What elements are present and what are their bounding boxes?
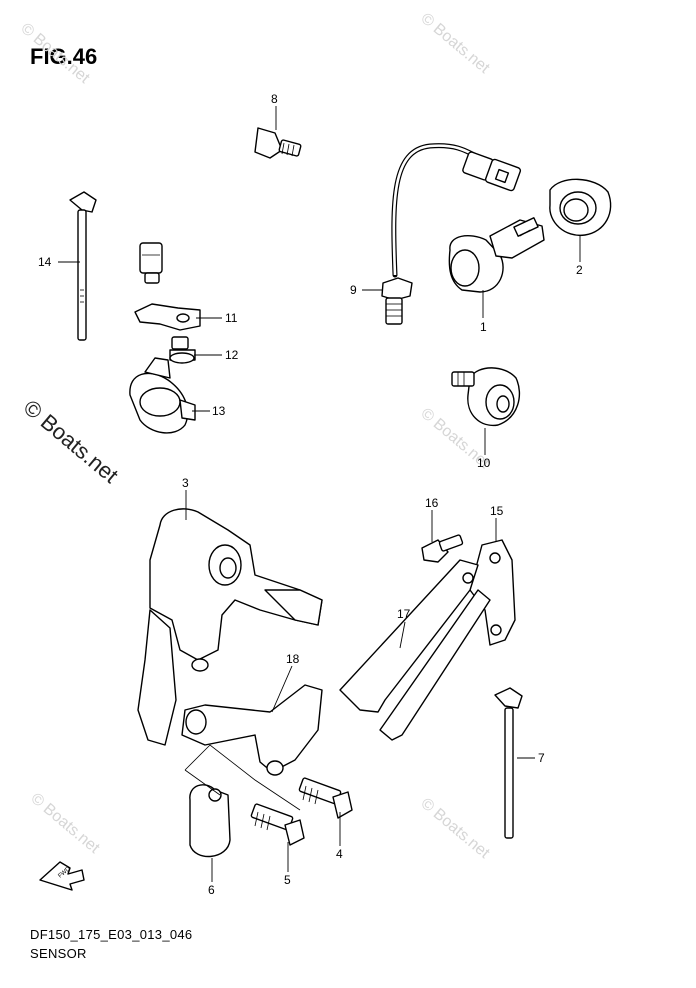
part-3-bracket-assembly[interactable] <box>137 508 323 746</box>
callout-14: 14 <box>38 255 52 269</box>
callout-10: 10 <box>477 456 491 470</box>
part-11-bracket[interactable] <box>134 303 201 331</box>
part-18-bracket[interactable] <box>181 684 323 776</box>
watermark-bottom-right: © Boats.net <box>417 795 493 862</box>
callout-3: 3 <box>182 476 189 490</box>
part-9-sensor-cable[interactable] <box>381 143 522 325</box>
callouts: 8 14 11 12 13 9 1 2 10 3 16 15 17 18 7 4… <box>38 92 583 897</box>
leader-lines <box>58 106 581 882</box>
callout-12: 12 <box>225 348 239 362</box>
part-1-sensor[interactable] <box>448 217 545 293</box>
part-10-knock-sensor[interactable] <box>451 367 521 427</box>
assembly-lines <box>184 744 301 811</box>
part-13-clamp[interactable] <box>129 357 196 434</box>
callout-6: 6 <box>208 883 215 897</box>
fwd-arrow-icon: FWD <box>39 861 85 891</box>
part-5-bolt[interactable] <box>250 803 305 846</box>
callout-9: 9 <box>350 283 357 297</box>
figure-title: FIG.46 <box>30 44 98 69</box>
callout-18: 18 <box>286 652 300 666</box>
callout-2: 2 <box>576 263 583 277</box>
part-8-sensor-cable[interactable] <box>139 106 302 284</box>
callout-5: 5 <box>284 873 291 887</box>
watermark-top-left: © Boats.net <box>17 20 93 87</box>
callout-11: 11 <box>225 311 238 325</box>
watermark-top-right: © Boats.net <box>417 10 493 77</box>
part-17-arm[interactable] <box>339 559 491 741</box>
part-7-cable-tie[interactable] <box>494 687 523 839</box>
part-4-bolt[interactable] <box>298 777 353 819</box>
part-16-bolt[interactable] <box>421 534 464 563</box>
callout-16: 16 <box>425 496 439 510</box>
part-6-clip[interactable] <box>189 784 231 858</box>
part-12-bolt[interactable] <box>169 336 196 364</box>
part-2-grommet[interactable] <box>549 178 612 236</box>
figure-code: DF150_175_E03_013_046 <box>30 927 193 942</box>
callout-13: 13 <box>212 404 226 418</box>
figure-name: SENSOR <box>30 946 87 961</box>
callout-1: 1 <box>480 320 487 334</box>
watermark-main: © Boats.net <box>19 395 123 488</box>
callout-7: 7 <box>538 751 545 765</box>
part-14-cable-tie[interactable] <box>69 191 97 341</box>
callout-15: 15 <box>490 504 504 518</box>
callout-4: 4 <box>336 847 343 861</box>
callout-8: 8 <box>271 92 278 106</box>
watermark-bottom-left: © Boats.net <box>27 790 103 857</box>
callout-17: 17 <box>397 607 411 621</box>
